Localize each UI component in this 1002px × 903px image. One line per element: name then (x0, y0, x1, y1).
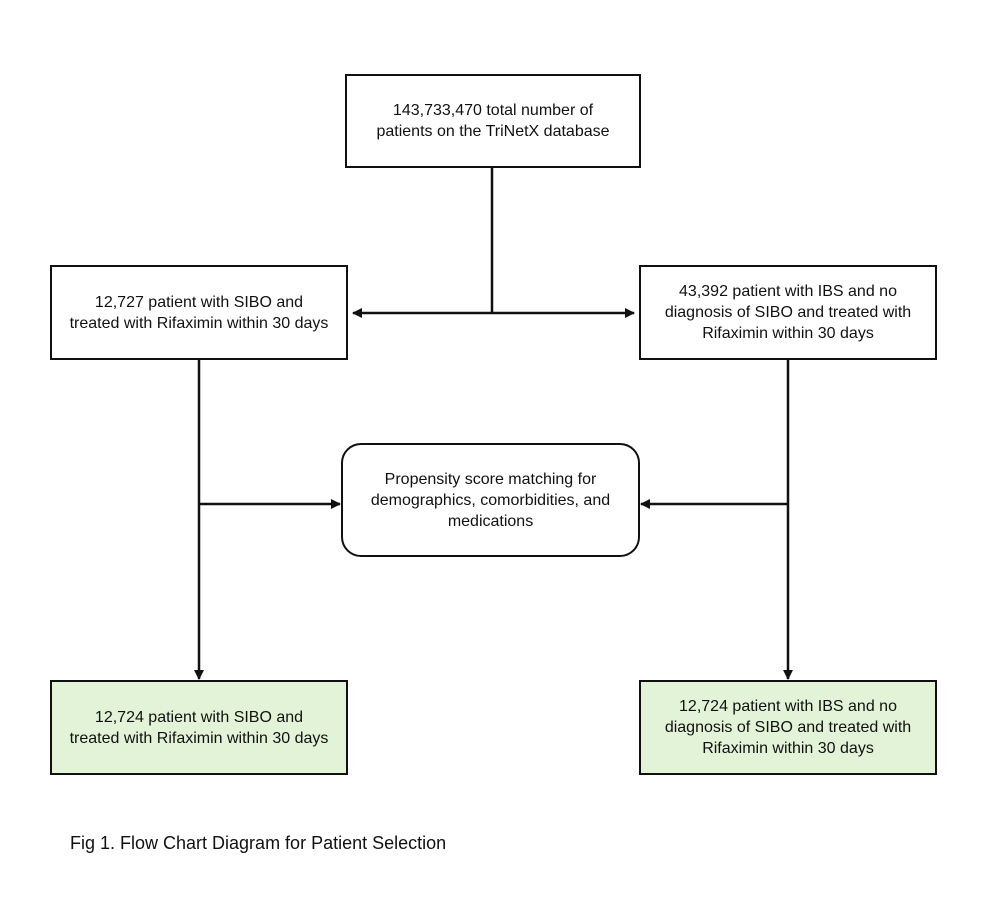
total-patients-box: 143,733,470 total number of patients on … (345, 74, 641, 168)
sibo-matched-box: 12,724 patient with SIBO and treated wit… (50, 680, 348, 775)
sibo-matched-text: 12,724 patient with SIBO and treated wit… (69, 708, 329, 747)
sibo-group-text: 12,727 patient with SIBO and treated wit… (69, 293, 329, 332)
propensity-matching-box: Propensity score matching for demographi… (341, 443, 640, 557)
figure-caption: Fig 1. Flow Chart Diagram for Patient Se… (70, 833, 447, 853)
ibs-group-text: 43,392 patient with IBS and no diagnosis… (664, 283, 912, 342)
sibo-group-box: 12,727 patient with SIBO and treated wit… (50, 265, 348, 360)
ibs-matched-box: 12,724 patient with IBS and no diagnosis… (639, 680, 937, 775)
total-patients-text: 143,733,470 total number of patients on … (376, 102, 610, 140)
ibs-matched-text: 12,724 patient with IBS and no diagnosis… (664, 698, 912, 757)
ibs-group-box: 43,392 patient with IBS and no diagnosis… (639, 265, 937, 360)
propensity-matching-text: Propensity score matching for demographi… (370, 470, 611, 530)
